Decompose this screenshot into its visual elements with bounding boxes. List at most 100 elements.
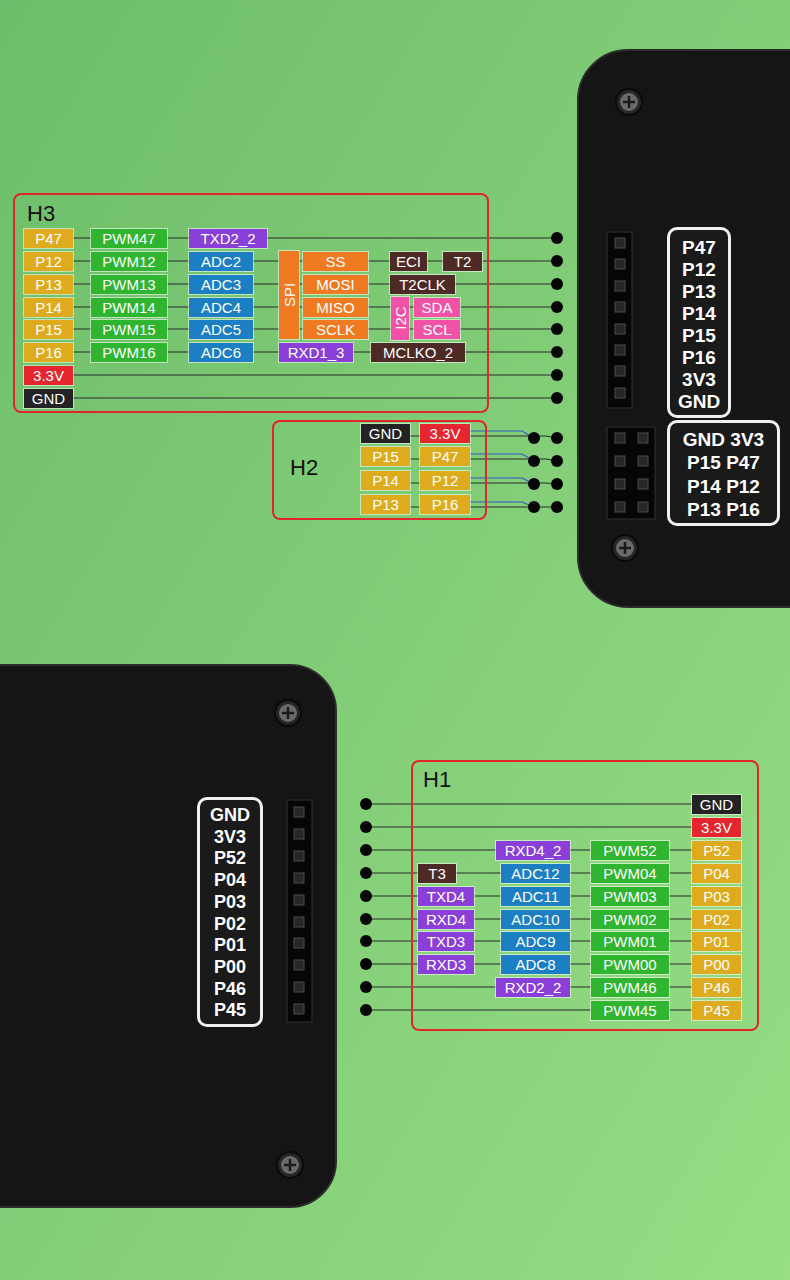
pin-function-text: P13 [35,276,62,293]
device-housing [578,50,790,607]
pin-function-tag: TXD3 [418,932,474,951]
pin-legend: GND [200,805,260,827]
header-connector [615,456,625,466]
pin-function-text: GND [700,796,733,813]
header-connector [294,895,304,905]
pin-function-text: T2CLK [399,276,446,293]
pin-function-text: TXD2_2 [200,230,255,247]
header-connector [615,238,625,398]
pin-function-text: P00 [703,956,730,973]
pin-dot [551,392,563,404]
pin-function-text: SCLK [316,321,355,338]
pin-legend: P46 [200,979,260,1001]
pin-legend: P04 [200,870,260,892]
pin-dot [360,981,372,993]
header-connector [294,807,304,817]
pin-function-text: PWM14 [102,299,155,316]
leader-line [470,431,534,507]
pin-function-tag: ADC12 [501,864,570,883]
pin-function-text: P01 [703,933,730,950]
pin-function-text: ADC3 [201,276,241,293]
pin-legend: GND [670,391,728,413]
pin-function-tag: P04 [692,864,741,883]
pin-function-text: P14 [372,472,399,489]
pin-function-text: SPI [280,283,299,307]
pin-function-text: P45 [703,1002,730,1019]
pin-function-tag: ADC3 [189,275,253,294]
screw [277,1152,303,1178]
pin-function-text: ADC5 [201,321,241,338]
pin-function-tag: ADC11 [501,887,570,906]
pin-dot [551,369,563,381]
screw [623,96,635,108]
pin-function-tag: MOSI [303,275,368,294]
pin-dot [360,844,372,856]
pin-legend: P00 [200,957,260,979]
header-connector [287,800,312,1022]
pin-function-tag: PWM13 [91,275,167,294]
pin-function-tag: PWM16 [91,343,167,362]
pin-function-text: PWM16 [102,344,155,361]
header-connector [615,366,625,376]
pin-function-text: P12 [432,472,459,489]
pin-dot [360,798,372,810]
pin-function-tag: 3.3V [420,424,470,443]
pin-function-text: P16 [432,496,459,513]
pin-dot [551,278,563,290]
pin-function-text: PWM02 [603,911,656,928]
silkscreen-plate: GND3V3P52P04P03P02P01P00P46P45 [197,797,263,1027]
header-connector [638,502,648,512]
pin-function-text: P02 [703,911,730,928]
header-connector [294,807,304,1014]
pin-function-text: GND [369,425,402,442]
header-connector [607,427,655,519]
screw [620,93,638,111]
pin-function-text: PWM00 [603,956,656,973]
leader-line [366,826,692,827]
pin-function-tag: I2C [391,297,409,340]
header-connector [615,302,625,312]
header-name: H3 [27,201,55,227]
pin-function-text: P47 [35,230,62,247]
pin-dot [551,301,563,313]
pin-function-tag: P00 [692,955,741,974]
header-connector [294,851,304,861]
pin-dot [528,501,540,513]
pin-function-tag: RXD1_3 [279,343,353,362]
pin-function-text: RXD3 [426,956,466,973]
pin-dot [551,478,563,490]
pin-function-tag: P16 [24,343,73,362]
pin-function-tag: ADC6 [189,343,253,362]
header-connector [294,938,304,948]
pin-function-tag: GND [361,424,410,443]
pin-function-text: PWM45 [603,1002,656,1019]
screw [616,539,634,557]
pin-function-tag: P15 [24,320,73,339]
pin-dot [551,501,563,513]
pin-dot [528,478,540,490]
pin-legend: GND 3V3 [670,428,777,451]
screw [612,535,638,561]
leader-line [470,478,534,484]
pin-function-tag: P15 [361,447,410,466]
pin-function-text: ADC4 [201,299,241,316]
pin-function-tag: PWM00 [591,955,669,974]
pin-function-text: MOSI [316,276,354,293]
pin-dot [360,1004,372,1016]
pin-function-text: PWM04 [603,865,656,882]
screw [275,700,301,726]
pin-function-tag: RXD2_2 [496,978,570,997]
pin-function-tag: ADC4 [189,298,253,317]
pin-legend: P12 [670,259,728,281]
pin-function-text: SCL [422,321,451,338]
pin-dot [528,455,540,467]
pin-function-tag: PWM52 [591,841,669,860]
pin-function-tag: PWM12 [91,252,167,271]
pin-function-text: TXD4 [427,888,465,905]
pin-function-text: MISO [316,299,354,316]
pin-function-tag: TXD2_2 [189,229,267,248]
pin-function-text: PWM15 [102,321,155,338]
pin-function-tag: ADC10 [501,910,570,929]
leader-line [73,397,557,398]
